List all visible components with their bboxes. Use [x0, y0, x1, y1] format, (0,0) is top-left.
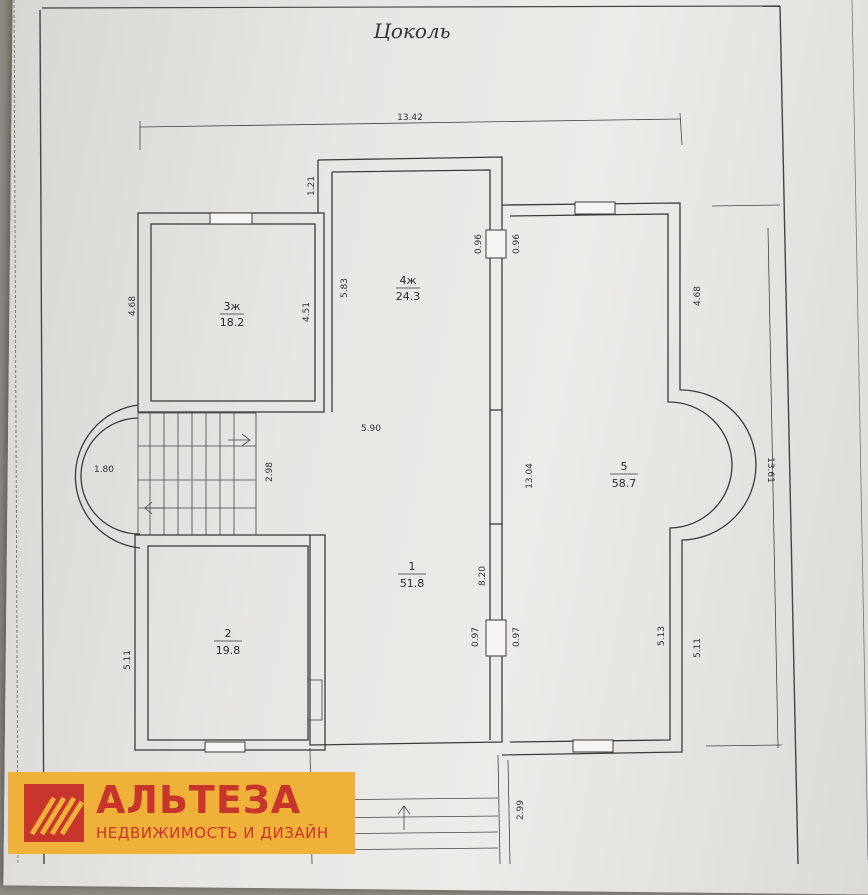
- center-block-inner: [331, 169, 491, 740]
- bay-outer: [74, 404, 141, 549]
- dim-porch: 2.99: [516, 800, 526, 820]
- brand-logo: АЛЬТЕЗА НЕДВИЖИМОСТЬ И ДИЗАЙН: [8, 772, 355, 854]
- dim-right-lower-inner: 5.13: [657, 626, 667, 646]
- logo-tagline: НЕДВИЖИМОСТЬ И ДИЗАЙН: [96, 824, 329, 842]
- frame-top-line: [41, 5, 781, 9]
- dim-overall-width: 13.42: [397, 113, 423, 123]
- frame-right-line: [779, 5, 799, 864]
- room-area: 51.8: [400, 577, 425, 590]
- dim-overall-height: 13.61: [765, 457, 775, 483]
- dim-corridor: 8.20: [478, 566, 488, 586]
- room-label-3: 3ж 18.2: [220, 300, 245, 329]
- stair-arrow-down-icon: [144, 501, 165, 515]
- dim-door-lower-left: 0.97: [471, 627, 481, 647]
- room-label-4: 4ж 24.3: [396, 274, 421, 303]
- dim-line-overall-height: [767, 227, 779, 749]
- sheet-edge-line: [13, 0, 19, 864]
- dim-room5-height: 13.04: [525, 463, 535, 489]
- room-number: 5: [621, 460, 628, 473]
- stair-treads: [138, 413, 256, 535]
- center-block-outer: [309, 156, 503, 746]
- room-area: 18.2: [220, 316, 245, 329]
- floor-plan: Цоколь 13.42 13.61: [13, 0, 868, 864]
- room-2-inner: [147, 545, 309, 741]
- window-room-3: [209, 212, 253, 225]
- porch-arrow-icon: [397, 805, 411, 830]
- logo-name: АЛЬТЕЗА: [96, 778, 302, 822]
- dim-door-upper-right: 0.96: [512, 234, 522, 254]
- door-upper: [485, 229, 507, 259]
- dim-stair-length: 2.98: [265, 462, 275, 482]
- dim-room3-height-outer: 4.68: [128, 296, 138, 316]
- door-lower: [485, 619, 507, 657]
- dim-right-upper: 4.68: [693, 286, 703, 306]
- bay-inner: [80, 417, 141, 535]
- stair-arrow-up-icon: [228, 433, 251, 447]
- window-room-5-bottom: [572, 739, 614, 753]
- room-2-outer: [134, 534, 326, 751]
- dim-room4-height: 5.83: [340, 278, 350, 298]
- porch-right: [497, 754, 501, 864]
- window-room-5-top: [574, 201, 616, 215]
- room-label-1: 1 51.8: [398, 560, 426, 590]
- dim-door-upper-left: 0.96: [474, 234, 484, 254]
- room-number: 3ж: [224, 300, 241, 313]
- room-number: 1: [409, 560, 416, 573]
- room-label-2: 2 19.8: [214, 627, 242, 657]
- dim-room2-height: 5.11: [123, 650, 133, 670]
- frame-left-line: [39, 9, 45, 864]
- dim-room3-height-inner: 4.51: [302, 302, 312, 322]
- dim-upper-left-wall: 1.21: [307, 176, 317, 196]
- staircase: [137, 412, 257, 536]
- dim-line-overall-width: [139, 118, 681, 128]
- sheet-right-edge: [851, 0, 868, 861]
- plan-title: Цоколь: [372, 19, 450, 43]
- room-area: 24.3: [396, 290, 421, 303]
- room-area: 58.7: [612, 477, 637, 490]
- dim-bay-width: 1.80: [94, 465, 114, 475]
- room-5-inner: [509, 213, 733, 743]
- dim-hall-width: 5.90: [361, 424, 381, 434]
- room-number: 4ж: [400, 274, 417, 287]
- dim-right-lower-outer: 5.11: [693, 638, 703, 658]
- room-5-outer: [501, 202, 757, 756]
- room-label-5: 5 58.7: [610, 460, 638, 490]
- window-room-2: [204, 741, 246, 753]
- dim-door-lower-right: 0.97: [512, 627, 522, 647]
- room-number: 2: [225, 627, 232, 640]
- room-2-door: [307, 679, 323, 721]
- room-area: 19.8: [216, 644, 241, 657]
- logo-mark-icon: [24, 784, 85, 842]
